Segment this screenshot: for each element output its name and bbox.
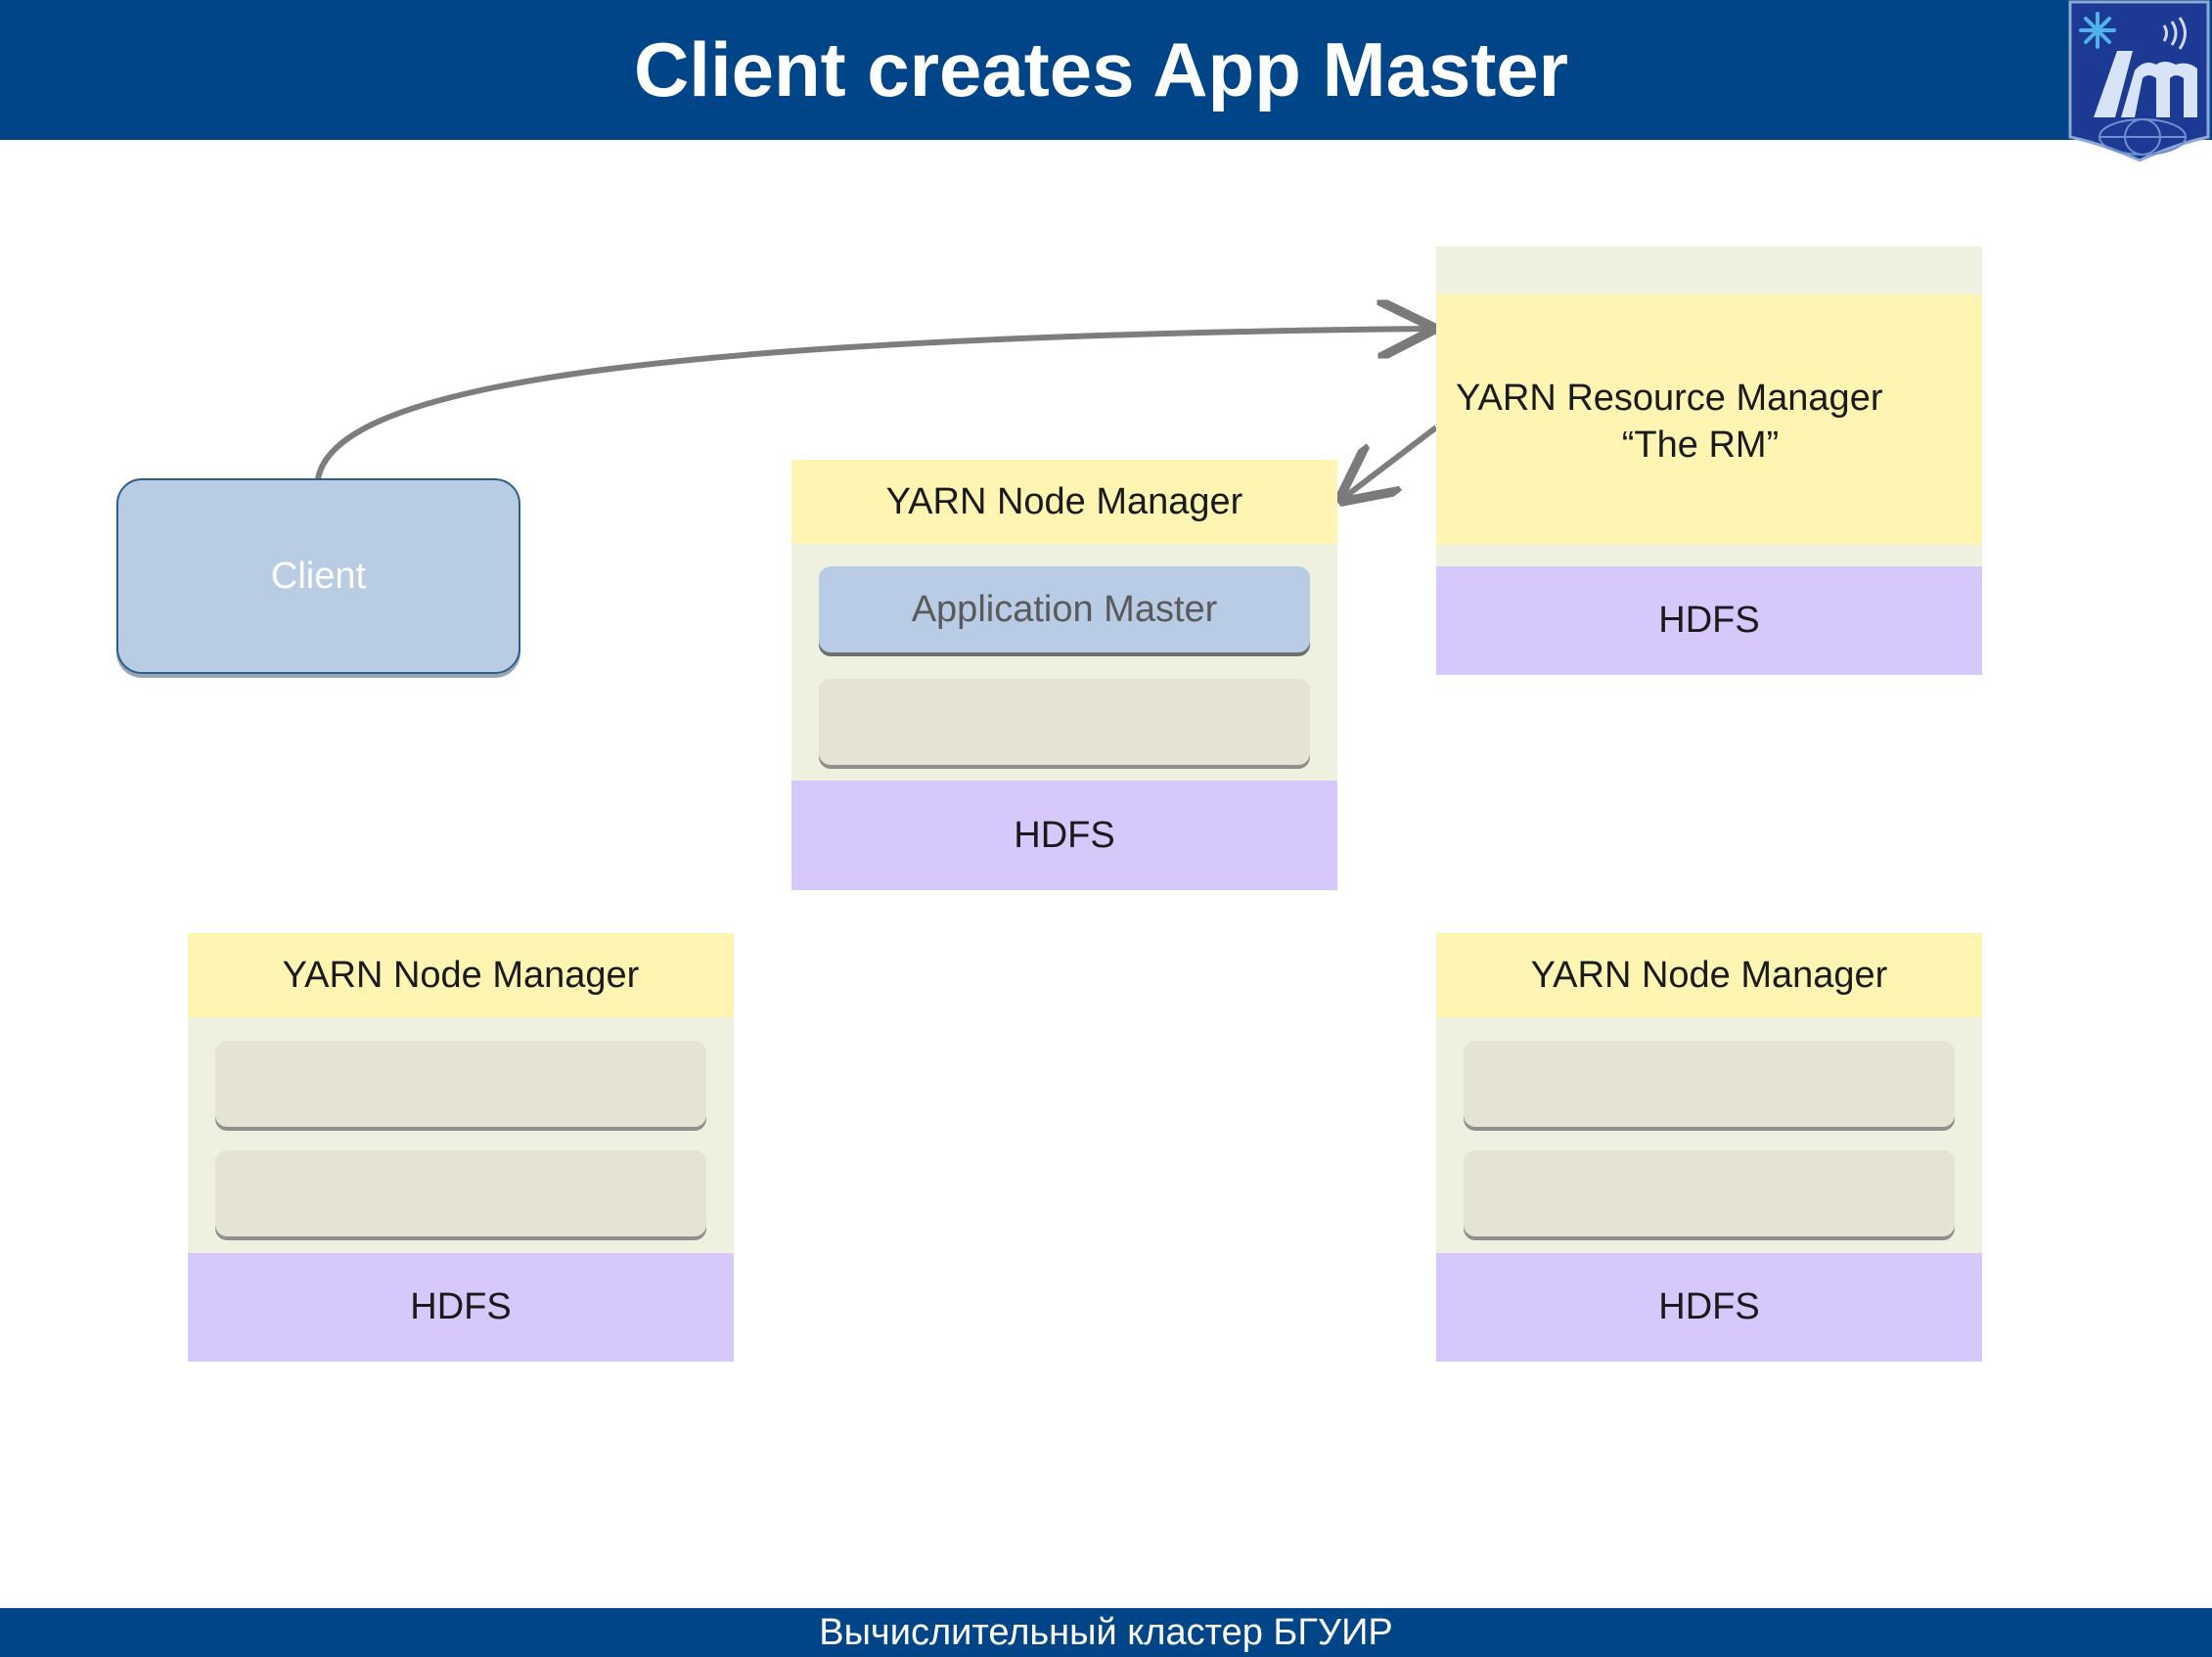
node-manager-main-hdfs: HDFS [791, 781, 1337, 890]
header-bar [0, 0, 2212, 140]
footer-text: Вычислительный кластер БГУИР [819, 1611, 1393, 1653]
node-manager-left-header[interactable]: YARN Node Manager [188, 933, 734, 1017]
footer-bar: Вычислительный кластер БГУИР [0, 1608, 2212, 1657]
rm-hdfs: HDFS [1436, 566, 1982, 675]
node-manager-left-hdfs: HDFS [188, 1253, 734, 1362]
resource-manager-line2: “The RM” [1621, 425, 1780, 466]
client-box[interactable]: Client [116, 478, 520, 674]
node-manager-main-header[interactable]: YARN Node Manager [791, 460, 1337, 544]
university-logo [2068, 0, 2210, 162]
node-manager-right-header[interactable]: YARN Node Manager [1436, 933, 1982, 1017]
resource-manager-line1: YARN Resource Manager [1456, 378, 1883, 419]
container-slot [215, 1150, 706, 1236]
container-slot [1464, 1150, 1955, 1236]
container-slot [819, 679, 1310, 765]
client-label: Client [270, 555, 367, 597]
arrow-rm-to-node-manager [1342, 425, 1438, 499]
application-master[interactable]: Application Master [819, 566, 1310, 652]
container-slot [215, 1041, 706, 1127]
resource-manager-panel[interactable] [1436, 294, 1982, 545]
slide-title: Client creates App Master [633, 26, 1569, 112]
container-slot [1464, 1041, 1955, 1127]
resource-manager-title: YARN Resource Manager “The RM” [1456, 375, 1945, 469]
arrow-client-to-rm [315, 329, 1430, 480]
node-manager-right-hdfs: HDFS [1436, 1253, 1982, 1362]
